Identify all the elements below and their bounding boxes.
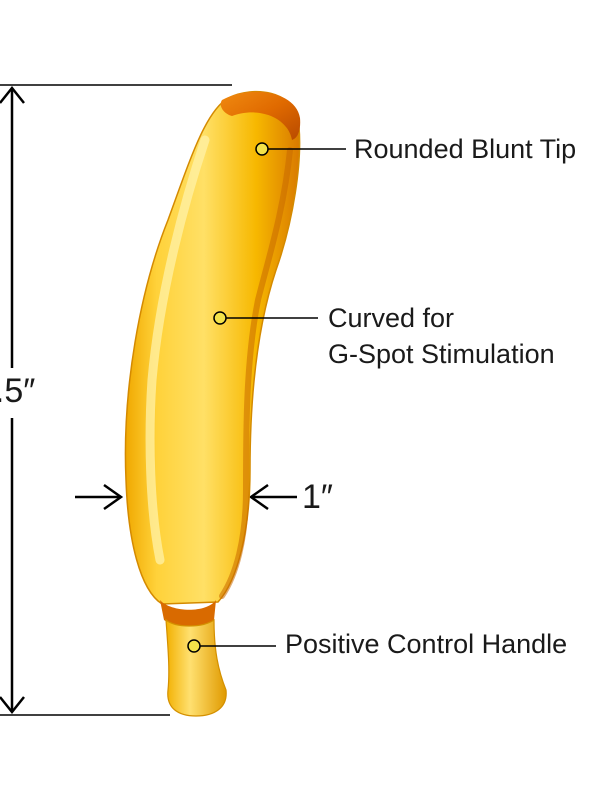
banana-highlight — [145, 135, 210, 565]
arrow-down-icon — [0, 696, 25, 715]
control-handle — [165, 618, 227, 717]
callout-curve-dot — [213, 311, 227, 325]
length-label: 5.5″ — [0, 372, 36, 410]
curve-label-line1: Curved for — [328, 303, 455, 333]
curve-label-line2: G-Spot Stimulation — [328, 339, 555, 369]
arrow-up-icon — [0, 85, 25, 104]
callout-tip — [255, 142, 346, 156]
banana-edge-shade — [219, 147, 293, 599]
banana-neck — [160, 600, 216, 626]
banana-tip — [220, 91, 301, 140]
callout-curve — [213, 311, 318, 325]
width-label: 1″ — [302, 478, 333, 516]
arrow-left-icon — [248, 483, 269, 511]
tip-label: Rounded Blunt Tip — [354, 134, 577, 164]
arrow-right-icon — [103, 483, 124, 511]
callout-handle — [187, 639, 276, 653]
width-dimension — [75, 483, 297, 511]
glass-banana — [124, 90, 301, 717]
handle-label: Positive Control Handle — [285, 629, 568, 659]
curve-label: Curved for G-Spot Stimulation — [328, 300, 555, 372]
callout-handle-dot — [187, 639, 201, 653]
callout-tip-dot — [255, 142, 269, 156]
length-dimension — [0, 84, 232, 716]
